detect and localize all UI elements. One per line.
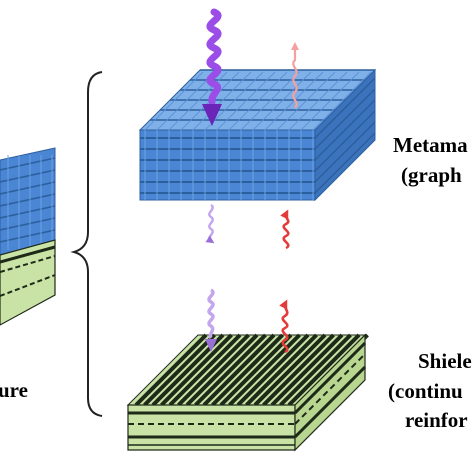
shield-fiber — [236, 333, 310, 407]
incident-wave-purple-large — [202, 8, 222, 126]
shield-fiber — [134, 333, 208, 407]
left-lattice-rib — [0, 181, 56, 195]
shield-fiber — [194, 333, 267, 407]
shield-fiber — [228, 333, 301, 407]
incident-wave-purple-lower — [205, 288, 217, 352]
shield-fiber — [143, 333, 216, 407]
lattice-top-post — [264, 71, 324, 131]
emitted-wave-red — [280, 209, 290, 250]
lattice-top-post — [312, 71, 372, 131]
lattice-rib-side — [314, 121, 376, 183]
shield-label-line2: (continu — [388, 379, 463, 403]
lattice-rib-side — [314, 99, 376, 161]
lattice-top-post — [144, 71, 204, 131]
lattice-rib-side — [314, 77, 376, 139]
lattice-top-post — [240, 71, 300, 131]
left-caption: ure — [0, 378, 28, 402]
shield-fiber — [262, 333, 335, 407]
left-lattice-rib — [0, 205, 56, 219]
curly-brace — [70, 71, 103, 417]
shield-fiber — [177, 333, 250, 407]
left-lattice-rib — [0, 229, 56, 243]
left-lattice-rib — [0, 169, 56, 183]
emitted-wave-red-lower — [279, 299, 289, 354]
shield-fiber — [245, 333, 318, 407]
shield-fiber — [211, 333, 284, 407]
shield-label-line1: Shiele — [418, 349, 472, 373]
shield-fiber — [219, 333, 293, 407]
lattice-top-post — [288, 71, 348, 131]
lattice-top-post — [204, 71, 264, 131]
shield-fiber — [185, 333, 259, 407]
lattice-top-post — [168, 71, 228, 131]
metamaterial-lattice — [138, 68, 377, 202]
lattice-top-post — [276, 71, 336, 131]
metamaterial-label-line1: Metama — [393, 133, 468, 157]
shield-laminate — [126, 333, 369, 452]
lattice-top-post — [192, 71, 252, 131]
lattice-top-post — [252, 71, 312, 131]
reflected-wave-red-light — [291, 42, 299, 109]
left-composite-structure — [0, 147, 56, 326]
lattice-rib-side — [314, 110, 376, 172]
shield-fiber — [168, 333, 242, 407]
shield-fiber — [279, 333, 352, 407]
shield-label-line3: reinfor — [405, 408, 468, 432]
lattice-top-post — [300, 71, 360, 131]
left-lattice-rib — [0, 193, 56, 207]
lattice-top-post — [216, 71, 276, 131]
lattice-top-post — [228, 71, 288, 131]
shield-fiber — [270, 333, 344, 407]
lattice-rib-side — [314, 88, 376, 150]
transmitted-wave-purple-light — [205, 204, 215, 244]
lattice-rib-side — [314, 132, 376, 194]
shield-fiber — [160, 333, 233, 407]
shield-fiber — [287, 333, 361, 407]
shield-fiber — [202, 333, 276, 407]
left-lattice-rib — [0, 217, 56, 231]
shield-fiber — [253, 333, 327, 407]
metamaterial-label-line2: (graph — [401, 163, 462, 187]
lattice-top-post — [156, 71, 216, 131]
left-lattice-rib — [0, 157, 56, 171]
